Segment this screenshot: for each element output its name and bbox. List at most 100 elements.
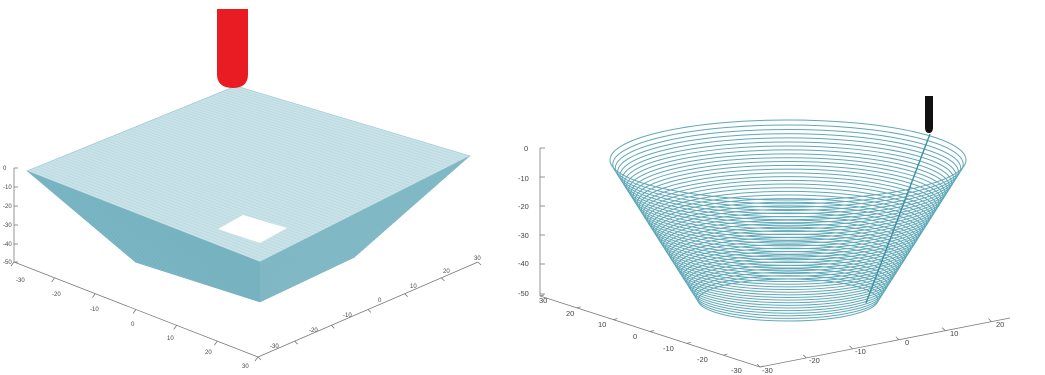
pyramid-top-line xyxy=(225,90,460,162)
cone-ring xyxy=(630,157,946,230)
cone-ring xyxy=(688,261,888,309)
right-x-tick-label: -10 xyxy=(855,347,866,356)
cone-ring xyxy=(632,161,944,233)
pyramid-top-line xyxy=(228,88,464,160)
right-y-tick-label: 10 xyxy=(598,320,606,329)
right-y-tick-mark xyxy=(723,353,728,356)
pyramid-top-line xyxy=(30,169,264,261)
left-x-tick-mark xyxy=(214,340,218,346)
pyramid-layer-line xyxy=(259,251,361,301)
pyramid-layer-line xyxy=(259,221,396,289)
pyramid-top-line xyxy=(110,136,345,220)
pyramid-layer-line xyxy=(62,200,261,276)
cone-ring xyxy=(664,219,912,277)
left-y-tick-label: 20 xyxy=(443,269,450,275)
pyramid-top-line xyxy=(96,142,331,227)
left-y-tick-mark xyxy=(257,356,262,361)
pyramid-layer-line xyxy=(121,250,261,298)
left-x-tick-label: 20 xyxy=(205,350,212,356)
pyramid-layer-line xyxy=(78,214,261,282)
pyramid-top-line xyxy=(134,126,369,208)
cone-ring xyxy=(658,208,918,269)
left-z-tick-label: 0 xyxy=(3,166,7,172)
cone-ring xyxy=(612,124,964,205)
right-z-tick-label: -40 xyxy=(518,259,529,268)
cone-ring xyxy=(672,233,904,288)
left-y-tick-mark xyxy=(367,309,372,313)
right-x-tick-mark xyxy=(756,363,761,368)
left-x-tick-mark xyxy=(51,277,55,283)
pyramid-top-line xyxy=(37,166,271,257)
pyramid-top-line xyxy=(148,121,383,201)
right-x-tick-label: 20 xyxy=(996,320,1004,329)
pyramid-top-line xyxy=(159,116,394,196)
pyramid-layer-line xyxy=(259,183,439,274)
pyramid-top-line xyxy=(183,107,418,183)
pyramid-layer-line xyxy=(75,211,261,281)
pyramid-layer-line xyxy=(259,213,404,286)
cone-ring xyxy=(655,201,921,264)
pyramid-top-line xyxy=(197,101,432,176)
pyramid-layer-line xyxy=(64,202,261,277)
pyramid-top-line xyxy=(124,131,359,213)
pyramid-top-line xyxy=(201,99,436,174)
pyramid-layer-line xyxy=(35,177,261,266)
pyramid-layer-line xyxy=(97,229,261,289)
pyramid-top-line xyxy=(166,114,401,192)
cone-ring xyxy=(648,190,928,255)
right-y-tick-label: -10 xyxy=(663,344,674,353)
left-x-tick-mark xyxy=(92,293,96,298)
pyramid-layer-line xyxy=(59,198,261,275)
pyramid-layer-line xyxy=(259,175,448,271)
pyramid-layer-line xyxy=(259,201,419,281)
cone-ring xyxy=(695,275,881,319)
pyramid-layer-line xyxy=(72,209,261,280)
right-z-tick-label: -10 xyxy=(518,174,529,183)
pyramid-layer-line xyxy=(259,231,384,293)
pyramid-layer-line xyxy=(259,178,445,272)
left-x-tick-mark xyxy=(10,261,15,267)
pyramid-layer-line xyxy=(259,181,442,273)
cone-ring xyxy=(686,257,890,306)
pocket-opening xyxy=(218,215,287,243)
pyramid-layer-line xyxy=(94,227,261,288)
left-x-tick-label: 30 xyxy=(242,364,249,370)
pyramid-layer-line xyxy=(86,220,261,285)
right-x-tick-label: 0 xyxy=(905,338,909,347)
right-z-tick-label: -30 xyxy=(518,231,529,240)
pyramid-top-line xyxy=(100,141,334,226)
cone-ring xyxy=(697,278,879,322)
pyramid-top-plane xyxy=(26,85,471,263)
pyramid-top-line xyxy=(187,105,422,181)
right-z-tick-label: 0 xyxy=(524,144,528,153)
cone-ring xyxy=(619,137,957,215)
left-y-tick-label: -30 xyxy=(270,344,279,350)
pyramid-layer-line xyxy=(259,168,456,268)
right-y-tick-mark xyxy=(539,294,545,297)
right-x-tick-label: -20 xyxy=(809,356,820,365)
left-z-tick-label: -40 xyxy=(3,242,12,248)
pyramid-layer-line xyxy=(259,206,413,283)
pyramid-layer-line xyxy=(51,191,261,272)
pyramid-layer-line xyxy=(259,208,410,284)
right-y-tick-mark xyxy=(613,318,618,321)
cone-ring xyxy=(614,128,962,208)
right-z-tick-labels: 0 -10 -20 -30 -40 -50 xyxy=(518,144,529,298)
right-z-tick-label: -20 xyxy=(518,202,529,211)
pyramid-layer-line xyxy=(99,232,261,290)
pyramid-layer-line xyxy=(126,254,261,300)
red-cutting-tool xyxy=(217,9,248,88)
pyramid-layer-line xyxy=(259,165,459,267)
right-cone-plot: 0 -10 -20 -30 -40 -50 30 20 10 0 -10 -20… xyxy=(518,96,1011,375)
pyramid-layer-line xyxy=(89,223,261,286)
pyramid-layer-line xyxy=(110,241,261,294)
pyramid-layer-line xyxy=(259,249,364,300)
pyramid-top-line xyxy=(180,108,415,185)
pyramid-top-line xyxy=(131,128,366,210)
cone-ring xyxy=(609,119,967,201)
pyramid-layer-line xyxy=(259,229,387,292)
left-x-tick-label: -10 xyxy=(90,307,99,313)
cone-ring xyxy=(668,226,908,283)
pyramid-top-line xyxy=(120,132,355,215)
